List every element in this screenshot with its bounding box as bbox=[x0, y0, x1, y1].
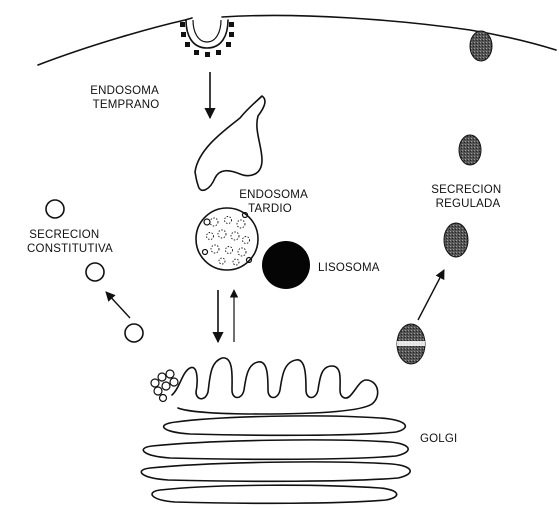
constitutive-vesicle bbox=[46, 200, 64, 218]
secretory-granule bbox=[444, 223, 468, 257]
constitutive-vesicle bbox=[86, 263, 104, 281]
early-endosome-label: ENDOSOMA TEMPRANO bbox=[90, 85, 161, 111]
constitutive-vesicle bbox=[125, 324, 143, 342]
regulated-arrow bbox=[418, 270, 444, 320]
late-endosome-label: ENDOSOMA TARDIO bbox=[239, 189, 310, 215]
secretory-granule bbox=[470, 31, 492, 61]
lysosome bbox=[262, 241, 310, 289]
constitutive-arrow bbox=[106, 292, 130, 318]
early-endosome bbox=[195, 96, 265, 190]
constitutive-secretion-label: SECRECION CONSTITUTIVA bbox=[27, 229, 113, 255]
golgi-label: GOLGI bbox=[420, 433, 457, 445]
regulated-secretion-label: SECRECION REGULADA bbox=[431, 184, 505, 210]
golgi-apparatus bbox=[141, 358, 410, 503]
late-endosome bbox=[196, 208, 258, 270]
lysosome-label: LISOSOMA bbox=[318, 262, 380, 274]
secretory-granule bbox=[459, 135, 481, 165]
coated-pit bbox=[180, 20, 234, 57]
